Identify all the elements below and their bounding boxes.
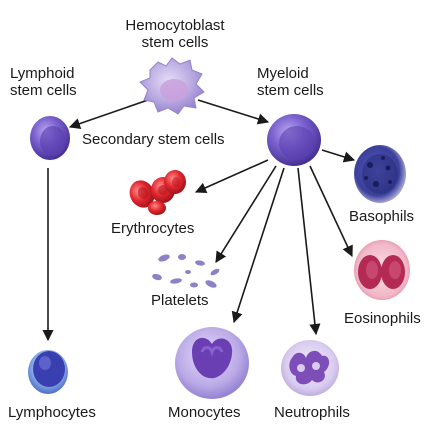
lymphoid-stem-cell	[30, 116, 70, 160]
neutrophils-label: Neutrophils	[274, 404, 350, 421]
platelets-cells	[152, 254, 220, 288]
eosinophils-label: Eosinophils	[344, 310, 421, 327]
neutrophil-cell	[281, 340, 339, 396]
arrow-myeloid-to-basophils	[321, 149, 356, 163]
basophils-label: Basophils	[349, 208, 415, 225]
arrow-hemo-to-lymphoid	[68, 99, 149, 129]
arrow-myeloid-to-erythrocytes	[194, 159, 269, 194]
basophils-cell	[354, 145, 406, 203]
hemocytoblast-label: Hemocytoblast stem cells	[125, 17, 225, 51]
myeloid-label-line1: Myeloid	[257, 65, 309, 82]
erythrocytes-cells	[129, 170, 186, 215]
lymphoid-label: Lymphoid stem cells	[10, 65, 77, 99]
eosinophils-cell	[354, 240, 410, 300]
platelets-label: Platelets	[151, 292, 209, 309]
arrows	[42, 99, 356, 342]
secondary-stem-cells-label: Secondary stem cells	[82, 131, 225, 148]
hemocytoblast-label-line2: stem cells	[141, 34, 209, 51]
hemocytoblast-cell	[139, 57, 205, 115]
myeloid-label-line2: stem cells	[257, 82, 324, 99]
arrow-hemo-to-myeloid	[197, 99, 270, 125]
myeloid-stem-cell	[267, 114, 321, 166]
arrow-myeloid-to-neutrophils	[297, 167, 321, 336]
monocytes-label: Monocytes	[168, 404, 241, 421]
arrow-myeloid-to-eosinophils	[309, 165, 353, 258]
hemocytoblast-label-line1: Hemocytoblast	[125, 17, 225, 34]
monocyte-cell	[175, 327, 249, 399]
lymphoid-label-line2: stem cells	[10, 82, 77, 99]
arrow-myeloid-to-platelets	[215, 165, 277, 263]
lymphocyte-cell	[28, 350, 68, 394]
erythrocytes-label: Erythrocytes	[111, 220, 195, 237]
lymphocytes-label: Lymphocytes	[8, 404, 96, 421]
myeloid-label: Myeloid stem cells	[257, 65, 324, 99]
arrow-myeloid-to-monocytes	[231, 167, 285, 324]
lymphoid-label-line1: Lymphoid	[10, 65, 75, 82]
